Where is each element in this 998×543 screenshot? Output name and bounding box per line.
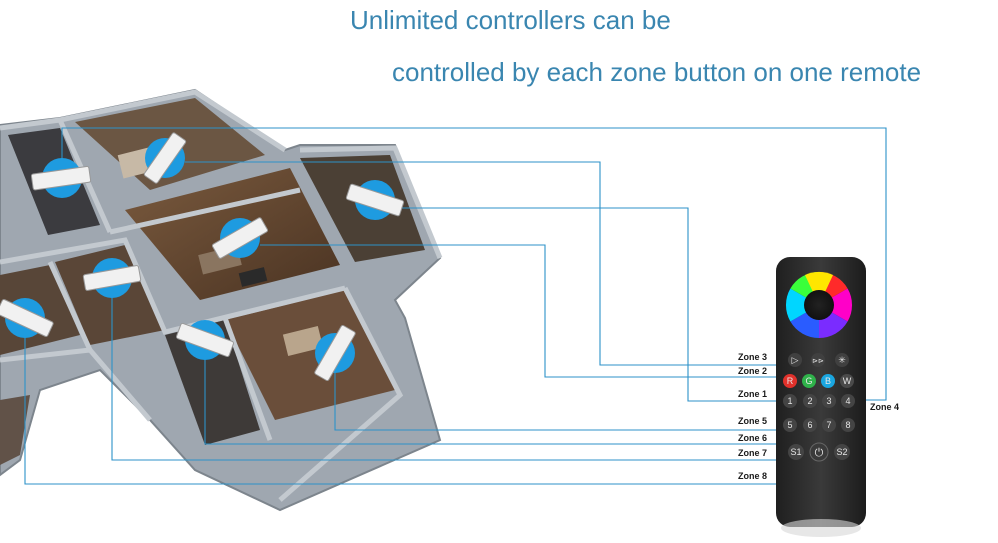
zone-8-button[interactable]: 8 [841, 418, 855, 432]
play-icon: ▷ [792, 355, 799, 365]
zone-label-1: Zone 1 [738, 389, 767, 399]
white-button-label: W [843, 376, 852, 386]
room-floor-i [0, 395, 30, 465]
brightness-button[interactable]: ✳ [835, 353, 849, 367]
wire-zone-4 [61, 127, 887, 401]
zone-2-button-label: 2 [807, 396, 812, 406]
zone-4-button-label: 4 [845, 396, 850, 406]
color-row: R G B W [783, 374, 854, 388]
controller-zone-1 [345, 180, 405, 220]
zone-4-button[interactable]: 4 [841, 394, 855, 408]
zone-label-5: Zone 5 [738, 416, 767, 426]
play-button[interactable]: ▷ [788, 353, 802, 367]
room-floor-f [225, 290, 395, 420]
zone-label-7: Zone 7 [738, 448, 767, 458]
controller-zone-8 [0, 298, 54, 338]
zone-label-6: Zone 6 [738, 433, 767, 443]
blue-button[interactable]: B [821, 374, 835, 388]
wire-zone-1 [385, 207, 788, 402]
controller-zone-2 [211, 217, 269, 259]
green-button[interactable]: G [802, 374, 816, 388]
table-shape [238, 267, 268, 287]
house-floorplan [0, 88, 443, 512]
zone-6-button[interactable]: 6 [803, 418, 817, 432]
zone-label-4: Zone 4 [870, 402, 899, 412]
controllers [0, 132, 405, 382]
zone-label-2: Zone 2 [738, 366, 767, 376]
zone-labels: Zone 3 Zone 2 Zone 1 Zone 4 Zone 5 Zone … [738, 352, 899, 481]
zone-label-3: Zone 3 [738, 352, 767, 362]
controller-zone-5 [314, 324, 356, 382]
controller-zone-4 [30, 158, 92, 198]
zone-8-button-label: 8 [845, 420, 850, 430]
white-button[interactable]: W [840, 374, 854, 388]
controller-zone-6 [176, 320, 234, 360]
zone-label-8: Zone 8 [738, 471, 767, 481]
zone-3-button[interactable]: 3 [822, 394, 836, 408]
red-button-label: R [787, 376, 794, 386]
zone-6-button-label: 6 [807, 420, 812, 430]
bed-shape-2 [282, 325, 324, 357]
blue-button-label: B [825, 376, 831, 386]
function-row: ▷ ⊳⊳ ✳ [788, 353, 849, 367]
controller-zone-7 [82, 258, 142, 298]
scene-2-button-label: S2 [836, 447, 847, 457]
power-button[interactable]: ⏻ [809, 442, 829, 462]
zone-row-a: 1 2 3 4 [783, 394, 855, 408]
zone-7-button[interactable]: 7 [822, 418, 836, 432]
mode-button[interactable]: ⊳⊳ [811, 353, 825, 367]
red-button[interactable]: R [783, 374, 797, 388]
zone-5-button[interactable]: 5 [783, 418, 797, 432]
fast-forward-icon: ⊳⊳ [812, 358, 824, 365]
zone-3-button-label: 3 [826, 396, 831, 406]
title-line-2: controlled by each zone button on one re… [392, 57, 922, 87]
zone-row-b: 5 6 7 8 [783, 418, 855, 432]
sun-icon: ✳ [838, 355, 846, 365]
bottom-row: S1 ⏻ S2 [788, 442, 850, 462]
zone-2-button[interactable]: 2 [803, 394, 817, 408]
controller-zone-3 [143, 132, 187, 184]
zone-1-button[interactable]: 1 [783, 394, 797, 408]
scene-2-button[interactable]: S2 [834, 444, 850, 460]
zone-1-button-label: 1 [787, 396, 792, 406]
power-icon: ⏻ [815, 447, 824, 459]
color-wheel[interactable] [785, 271, 853, 338]
scene-1-button[interactable]: S1 [788, 444, 804, 460]
remote-shadow [781, 519, 861, 537]
remote-control: ▷ ⊳⊳ ✳ R G B [776, 257, 866, 537]
zone-5-button-label: 5 [787, 420, 792, 430]
green-button-label: G [805, 376, 812, 386]
zone-7-button-label: 7 [826, 420, 831, 430]
title-line-1: Unlimited controllers can be [350, 5, 671, 35]
scene-1-button-label: S1 [790, 447, 801, 457]
color-wheel-center [804, 290, 834, 320]
wire-zone-5 [334, 365, 790, 431]
